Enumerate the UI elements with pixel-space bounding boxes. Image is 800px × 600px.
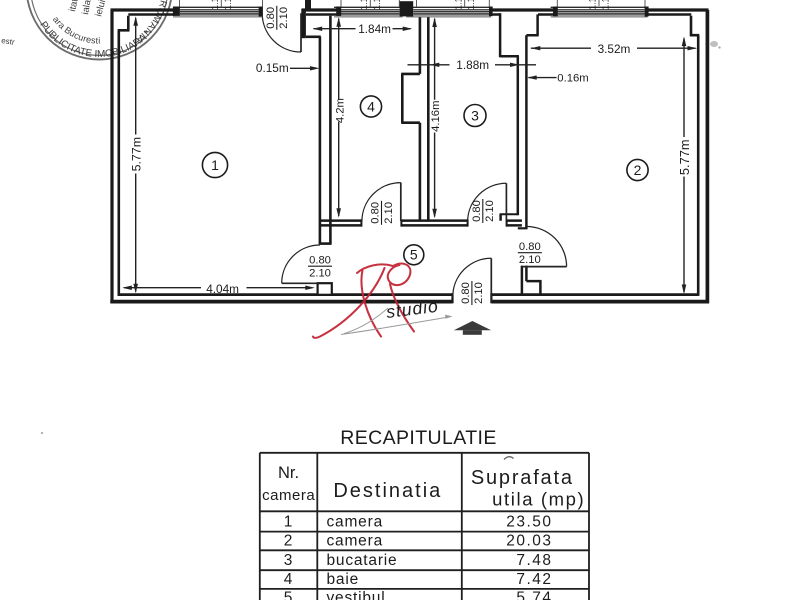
svg-text:2.10: 2.10	[473, 282, 485, 304]
svg-text:1: 1	[284, 514, 293, 531]
svg-text:1.1: 1.1	[601, 0, 611, 10]
svg-text:4.2m: 4.2m	[335, 98, 347, 123]
svg-text:5.77m: 5.77m	[129, 137, 143, 171]
svg-text:Destinatia: Destinatia	[333, 480, 442, 502]
svg-text:4: 4	[284, 571, 293, 588]
svg-text:4: 4	[367, 98, 375, 114]
svg-text:1.84m: 1.84m	[358, 22, 391, 36]
svg-text:baie: baie	[327, 571, 360, 588]
svg-text:0.80: 0.80	[471, 200, 483, 222]
svg-text:5.74: 5.74	[516, 590, 552, 600]
svg-text:4.16m: 4.16m	[430, 100, 442, 131]
svg-text:4.04m: 4.04m	[206, 282, 239, 296]
svg-text:1.1: 1.1	[210, 0, 220, 10]
svg-text:1.1: 1.1	[466, 0, 476, 10]
svg-text:5.77m: 5.77m	[677, 140, 692, 176]
svg-text:3: 3	[284, 552, 293, 569]
svg-text:7.42: 7.42	[516, 571, 552, 588]
svg-text:2: 2	[284, 533, 293, 550]
svg-text:2.10: 2.10	[484, 200, 496, 222]
svg-text:Nr.: Nr.	[278, 464, 299, 482]
svg-text:0.80: 0.80	[519, 241, 541, 253]
svg-text:1.88m: 1.88m	[456, 58, 489, 72]
svg-text:studio: studio	[385, 296, 440, 322]
svg-text:1.1: 1.1	[372, 0, 382, 10]
svg-text:0.15m: 0.15m	[256, 61, 289, 75]
svg-text:2: 2	[634, 162, 642, 178]
svg-text:0.80: 0.80	[460, 282, 472, 304]
svg-text:1.1: 1.1	[454, 0, 464, 10]
svg-text:0.80: 0.80	[309, 255, 331, 267]
svg-text:camera: camera	[262, 487, 315, 504]
svg-text:7.48: 7.48	[516, 552, 552, 569]
svg-text:20.03: 20.03	[506, 533, 552, 550]
svg-text:0.16m: 0.16m	[557, 73, 588, 85]
svg-text:1.1: 1.1	[588, 0, 598, 10]
svg-text:2.10: 2.10	[309, 267, 331, 279]
svg-text:3.52m: 3.52m	[598, 42, 631, 56]
svg-text:1.1: 1.1	[223, 0, 233, 10]
svg-text:1: 1	[211, 157, 219, 173]
svg-text:vestibul: vestibul	[327, 590, 386, 600]
svg-text:camera: camera	[327, 533, 383, 550]
svg-text:iala: iala	[80, 0, 94, 16]
svg-text:2.10: 2.10	[383, 202, 395, 224]
svg-text:23.50: 23.50	[506, 514, 552, 531]
svg-text:Suprafata: Suprafata	[471, 467, 574, 489]
svg-text:camera: camera	[327, 514, 383, 531]
svg-text:1.1: 1.1	[359, 0, 369, 10]
svg-text:2.10: 2.10	[278, 7, 290, 29]
svg-text:5: 5	[410, 247, 418, 263]
svg-text:bucatarie: bucatarie	[327, 552, 398, 569]
svg-text:0.80: 0.80	[265, 7, 277, 29]
svg-text:itate: itate	[67, 0, 81, 13]
svg-text:3: 3	[471, 107, 479, 123]
svg-text:RECAPITULATIE: RECAPITULATIE	[340, 427, 497, 449]
svg-text:5: 5	[284, 590, 293, 600]
svg-text:0.80: 0.80	[370, 202, 382, 224]
svg-text:utila (mp): utila (mp)	[492, 489, 585, 510]
svg-text:2.10: 2.10	[519, 254, 541, 266]
svg-text:ielui: ielui	[93, 0, 108, 18]
svg-text:estr: estr	[1, 36, 16, 47]
